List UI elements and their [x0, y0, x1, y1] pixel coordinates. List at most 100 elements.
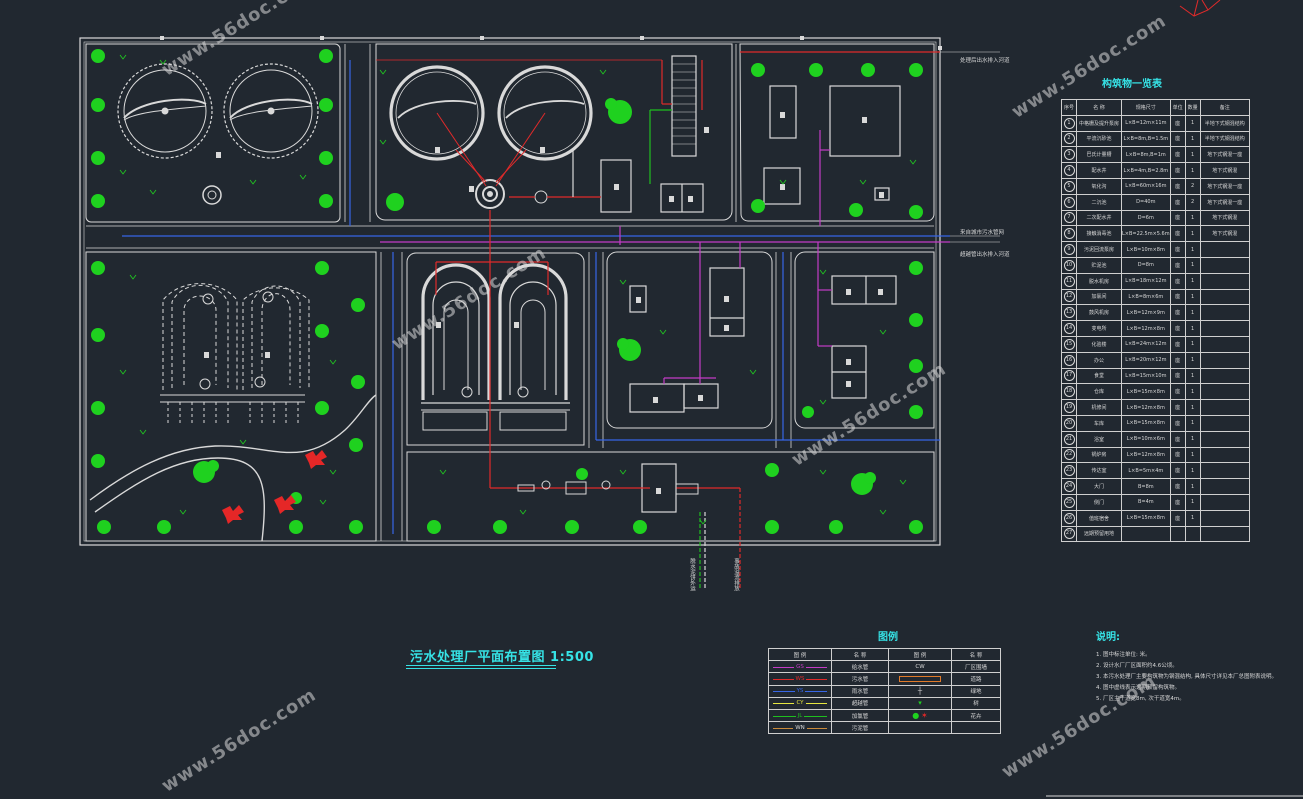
row-number: 5	[1061, 177, 1077, 195]
table-cell: 座	[1169, 462, 1186, 480]
table-cell: 座	[1169, 509, 1186, 527]
legend-label: 道路	[951, 672, 1001, 686]
table-cell: 座	[1169, 430, 1186, 448]
row-number: 18	[1061, 383, 1077, 401]
note-item: 3. 本污水处理厂主要构筑物为钢混结构, 具体尺寸详见本厂总图附表说明。	[1096, 674, 1277, 680]
row-number: 14	[1061, 320, 1077, 337]
table-cell	[1199, 304, 1251, 322]
legend-label: 给水管	[831, 660, 889, 674]
legend-col-header: 名 称	[951, 647, 1001, 662]
legend-label: 绿地	[951, 684, 1001, 698]
oxidation-ditches	[421, 263, 570, 431]
table-cell: L×B=12m×8m	[1121, 320, 1171, 337]
table-cell: 1	[1184, 241, 1201, 258]
table-cell: 锅炉房	[1076, 446, 1122, 464]
legend-empty	[951, 721, 1001, 735]
table-cell: L×B=18m×12m	[1121, 272, 1171, 290]
table-cell: 1	[1184, 130, 1201, 148]
row-number: 1	[1061, 114, 1077, 132]
row-number-badge: 18	[1063, 386, 1075, 398]
table-cell	[1121, 525, 1171, 543]
table-cell	[1184, 525, 1201, 543]
trees	[91, 49, 923, 534]
row-number: 23	[1061, 462, 1077, 480]
drawing-title: 污水处理厂平面布置图 1:500	[410, 650, 594, 665]
clarifier-feed-lines	[436, 112, 546, 187]
legend-table: 图 例 名 称 图 例 名 称 GS 给水管 CW 厂区围墙 WS 污水管 道路…	[768, 647, 1001, 735]
table-cell: 地下式钢混一座	[1199, 146, 1251, 164]
row-number-badge: 26	[1063, 512, 1075, 524]
table-cell: 座	[1169, 177, 1186, 195]
row-number: 22	[1061, 446, 1077, 464]
table-cell: 中格栅及提升泵房	[1076, 114, 1122, 132]
table-cell: 座	[1169, 146, 1186, 164]
table-cell: 座	[1169, 130, 1186, 148]
table-cell	[1199, 241, 1251, 258]
table-cell: 食堂	[1076, 367, 1122, 385]
table-cell: 浴室	[1076, 430, 1122, 448]
table-cell	[1169, 525, 1186, 543]
legend-line-cy: CY	[768, 696, 832, 710]
table-cell: 车库	[1076, 414, 1122, 432]
legend-row: JL 加氯管 ● ✶ 花卉	[768, 708, 1001, 723]
row-number: 9	[1061, 241, 1077, 258]
label-leaders	[940, 51, 1000, 243]
table-cell: 1	[1184, 320, 1201, 337]
legend-code: YS	[794, 688, 806, 695]
notes-list: 1. 图中标注单位: 米。 2. 设计水厂厂区面积约4.6公顷。 3. 本污水处…	[1096, 650, 1277, 705]
table-cell	[1199, 288, 1251, 306]
row-number-badge: 23	[1063, 465, 1075, 477]
legend-label: 花卉	[951, 708, 1001, 723]
legend-col-header: 图 例	[768, 647, 832, 662]
table-cell: L×B=12m×11m	[1121, 114, 1171, 132]
legend-fence: CW	[888, 660, 952, 674]
row-number-badge: 9	[1063, 244, 1075, 256]
effluent-label-2: 超越管出水排入河道	[960, 252, 1010, 258]
table-cell: 座	[1169, 209, 1186, 227]
legend-line-ys: YS	[768, 684, 832, 698]
legend-line-jl: JL	[768, 708, 832, 723]
table-cell: 污泥回流泵房	[1076, 241, 1122, 258]
legend-code: WS	[793, 675, 807, 682]
table-cell	[1199, 272, 1251, 290]
table-cell: L×B=10m×6m	[1121, 430, 1171, 448]
legend-code: JL	[795, 712, 805, 719]
table-cell: 配水井	[1076, 162, 1122, 179]
table-cell: 座	[1169, 399, 1186, 416]
legend-row: YS 雨水管 ┼ 绿地	[768, 684, 1001, 698]
table-cell: 座	[1169, 272, 1186, 290]
col-header: 序号	[1061, 99, 1077, 116]
table-cell: 1	[1184, 272, 1201, 290]
legend-tree-symbol: ▾	[888, 696, 952, 710]
table-cell: 大门	[1076, 478, 1122, 495]
table-cell: 2	[1184, 177, 1201, 195]
table-cell: 座	[1169, 256, 1186, 274]
buildings-table-title: 构筑物一览表	[1102, 79, 1162, 90]
table-cell: 1	[1184, 162, 1201, 179]
fence-posts	[160, 36, 942, 50]
legend-label: 污泥管	[831, 721, 889, 735]
table-cell: L×B=4m,B=2.8m	[1121, 162, 1171, 179]
legend-label: 污水管	[831, 672, 889, 686]
legend-row: GS 给水管 CW 厂区围墙	[768, 660, 1001, 674]
table-cell: 远期预留用地	[1076, 525, 1122, 543]
row-number-badge: 7	[1063, 212, 1075, 224]
table-cell: L×B=12m×8m	[1121, 399, 1171, 416]
table-cell: 座	[1169, 414, 1186, 432]
title-underline-2	[406, 668, 556, 669]
table-cell: D=40m	[1121, 193, 1171, 211]
legend-label: 雨水管	[831, 684, 889, 698]
col-header: 备注	[1199, 99, 1251, 116]
table-cell: 1	[1184, 146, 1201, 164]
table-cell: 仓库	[1076, 383, 1122, 401]
table-cell: L×B=8m,B=1.5m	[1121, 130, 1171, 148]
table-cell: L×B=5m×4m	[1121, 462, 1171, 480]
table-cell	[1199, 367, 1251, 385]
